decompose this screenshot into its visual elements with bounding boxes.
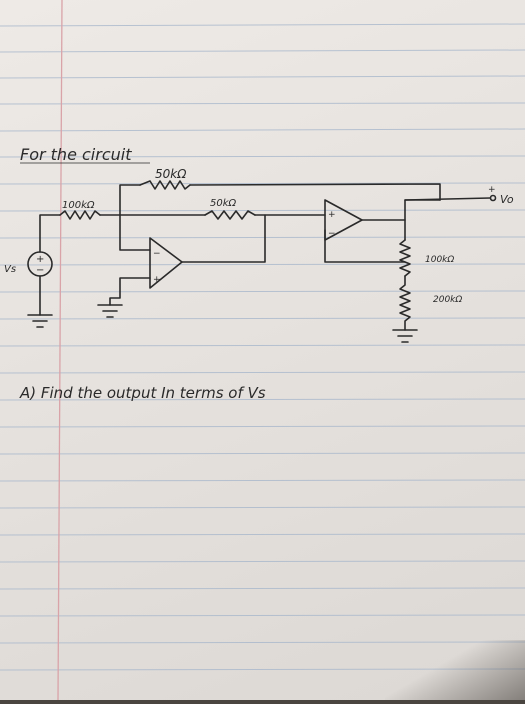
- label-source: Vs: [4, 264, 16, 275]
- top-feedback-wire: [119, 184, 141, 216]
- label-opamp1-plus: +: [153, 275, 161, 285]
- label-output-plus: +: [488, 185, 496, 195]
- heading-text: For the circuit: [20, 145, 132, 164]
- question-text: A) Find the output In terms of Vs: [19, 384, 266, 402]
- wire-source-to-input-resistor: [39, 214, 61, 253]
- label-r-input: 100kΩ: [62, 200, 95, 211]
- resistor-100k-divider: [399, 239, 411, 277]
- label-r-divider-top: 100kΩ: [425, 255, 454, 265]
- opamp-2: [324, 199, 363, 241]
- label-r-middle: 50kΩ: [210, 198, 237, 209]
- page-shadow: [385, 640, 525, 700]
- opamp2-feedback-wire: [324, 229, 406, 263]
- margin-line: [57, 0, 63, 701]
- resistor-50k-middle: [204, 210, 256, 220]
- wire-opamp1-output-loop: [181, 214, 266, 263]
- resistor-200k-divider: [399, 275, 411, 331]
- resistor-50k-top: [139, 180, 191, 190]
- label-opamp1-minus: −: [153, 249, 161, 259]
- label-r-feedback-top: 50kΩ: [155, 167, 187, 181]
- label-opamp2-plus: +: [328, 210, 336, 220]
- label-source-minus: −: [36, 265, 44, 276]
- ruled-lines: [0, 23, 525, 671]
- top-wire-right: [189, 183, 441, 201]
- resistor-100k-input: [59, 210, 101, 220]
- output-wire: [404, 197, 491, 201]
- label-source-plus: +: [36, 254, 44, 265]
- circuit-diagram: [27, 180, 497, 343]
- label-opamp2-minus: −: [328, 229, 336, 239]
- opamp-1: [149, 237, 183, 289]
- opamp1-noninv-ground-wire: [109, 277, 151, 306]
- label-r-divider-bottom: 200kΩ: [433, 295, 462, 305]
- wire-node-to-opamp1: [119, 214, 151, 251]
- label-output: Vo: [500, 193, 514, 206]
